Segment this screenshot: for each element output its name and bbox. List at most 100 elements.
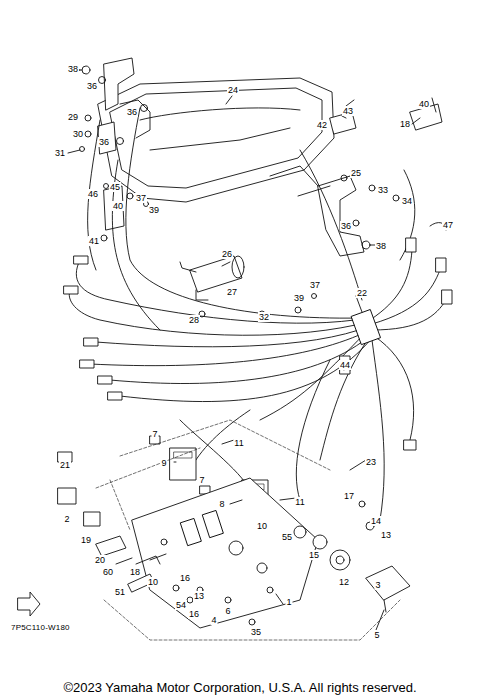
switch-panel-stroke [229, 541, 243, 555]
callout-number: 46 [87, 189, 99, 199]
callout-number: 4 [210, 615, 217, 625]
callout-number: 32 [258, 312, 270, 322]
left-bracket-stroke [98, 122, 116, 154]
switch-panel-stroke [203, 510, 224, 537]
ignition-coil-stroke [180, 262, 196, 272]
switches-stroke [330, 550, 350, 570]
switches-stroke [366, 566, 410, 600]
wire-harness-stroke [120, 338, 372, 402]
switch-panel-stroke [132, 478, 318, 628]
callout-number: 26 [221, 249, 233, 259]
switches-stroke [249, 619, 255, 625]
fasteners-stroke [295, 307, 301, 313]
callout-number: 7 [198, 475, 205, 485]
dashed-outlines-stroke [120, 420, 330, 470]
leader-lines-stroke [222, 262, 230, 266]
wire-harness-stroke [296, 360, 330, 500]
switches-stroke [116, 558, 132, 564]
dash-panel-stroke [140, 108, 300, 120]
wire-harness-stroke [110, 334, 372, 384]
leader-lines-stroke [376, 610, 384, 630]
fasteners-stroke [117, 138, 124, 145]
callout-number: 29 [67, 112, 79, 122]
callout-number: 23 [365, 457, 377, 467]
wire-harness-stroke [74, 256, 88, 264]
callout-number: 36 [340, 221, 352, 231]
small-brackets-stroke [432, 98, 436, 112]
switch-panel-stroke [161, 539, 167, 545]
fasteners-stroke [341, 175, 347, 181]
wire-harness-stroke [406, 238, 416, 252]
wire-harness-stroke [436, 258, 446, 272]
wire-harness-stroke [404, 440, 416, 450]
callout-number: 18 [129, 567, 141, 577]
wire-harness-stroke [442, 290, 452, 304]
callout-number: 28 [188, 315, 200, 325]
callout-number: 15 [308, 550, 320, 560]
callout-number: 38 [67, 64, 79, 74]
dash-panel-stroke [150, 128, 290, 150]
callout-number: 2 [63, 514, 70, 524]
leader-lines-stroke [412, 118, 420, 124]
wire-harness-stroke [126, 108, 360, 318]
fasteners-stroke [85, 131, 91, 137]
direction-arrow [18, 592, 40, 616]
dashed-outlines-stroke [96, 448, 200, 488]
callout-number: 11 [233, 438, 244, 448]
switches-stroke [225, 597, 231, 603]
callout-number: 16 [179, 573, 191, 583]
callout-number: 6 [224, 606, 231, 616]
dash-panel [98, 78, 334, 202]
callout-number: 38 [375, 241, 387, 251]
callout-number: 25 [350, 168, 362, 178]
dashed-outlines [96, 420, 400, 640]
callout-number: 36 [98, 137, 110, 147]
switches-stroke [294, 526, 306, 538]
callout-number: 51 [114, 587, 126, 597]
callout-number: 36 [126, 107, 138, 117]
wire-harness-stroke [351, 309, 380, 344]
callout-number: 21 [59, 460, 71, 470]
dash-panel-stroke [98, 78, 334, 202]
wire-harness-stroke [96, 326, 370, 347]
callout-number: 22 [356, 288, 368, 298]
switches-stroke [58, 488, 76, 504]
fasteners-stroke [369, 185, 375, 191]
ignition-coil-stroke [196, 290, 208, 300]
switches-stroke [336, 556, 344, 564]
switch-panel-stroke [267, 587, 273, 593]
callout-number: 5 [373, 630, 380, 640]
wire-harness-stroke [80, 360, 94, 368]
fasteners-stroke [68, 150, 80, 153]
wire-harness-stroke [69, 290, 368, 335]
leader-lines-stroke [230, 500, 242, 504]
callout-number: 13 [193, 591, 205, 601]
callout-number: 37 [135, 193, 147, 203]
left-bracket [98, 58, 150, 230]
callout-number: 16 [188, 609, 200, 619]
switches-stroke [96, 536, 126, 556]
switches-stroke [173, 585, 179, 591]
switches-stroke [359, 501, 365, 507]
callout-number: 43 [342, 106, 354, 116]
switches-stroke [84, 512, 100, 526]
callout-number: 35 [250, 627, 262, 637]
callout-number: 30 [72, 129, 84, 139]
callout-number: 39 [148, 205, 160, 215]
fasteners-stroke [80, 147, 85, 152]
wire-harness [64, 108, 452, 520]
callout-number: 31 [54, 148, 66, 158]
callout-number: 47 [442, 220, 454, 230]
callout-number: 8 [218, 499, 225, 509]
switches-stroke [136, 556, 160, 564]
leader-lines-stroke [276, 594, 283, 604]
callout-number: 9 [160, 458, 167, 468]
callout-number: 37 [309, 280, 321, 290]
fasteners-stroke [393, 195, 399, 201]
callout-number: 10 [147, 577, 159, 587]
callout-number: 36 [86, 81, 98, 91]
fasteners-stroke [82, 66, 90, 74]
callout-number: 33 [377, 185, 389, 195]
